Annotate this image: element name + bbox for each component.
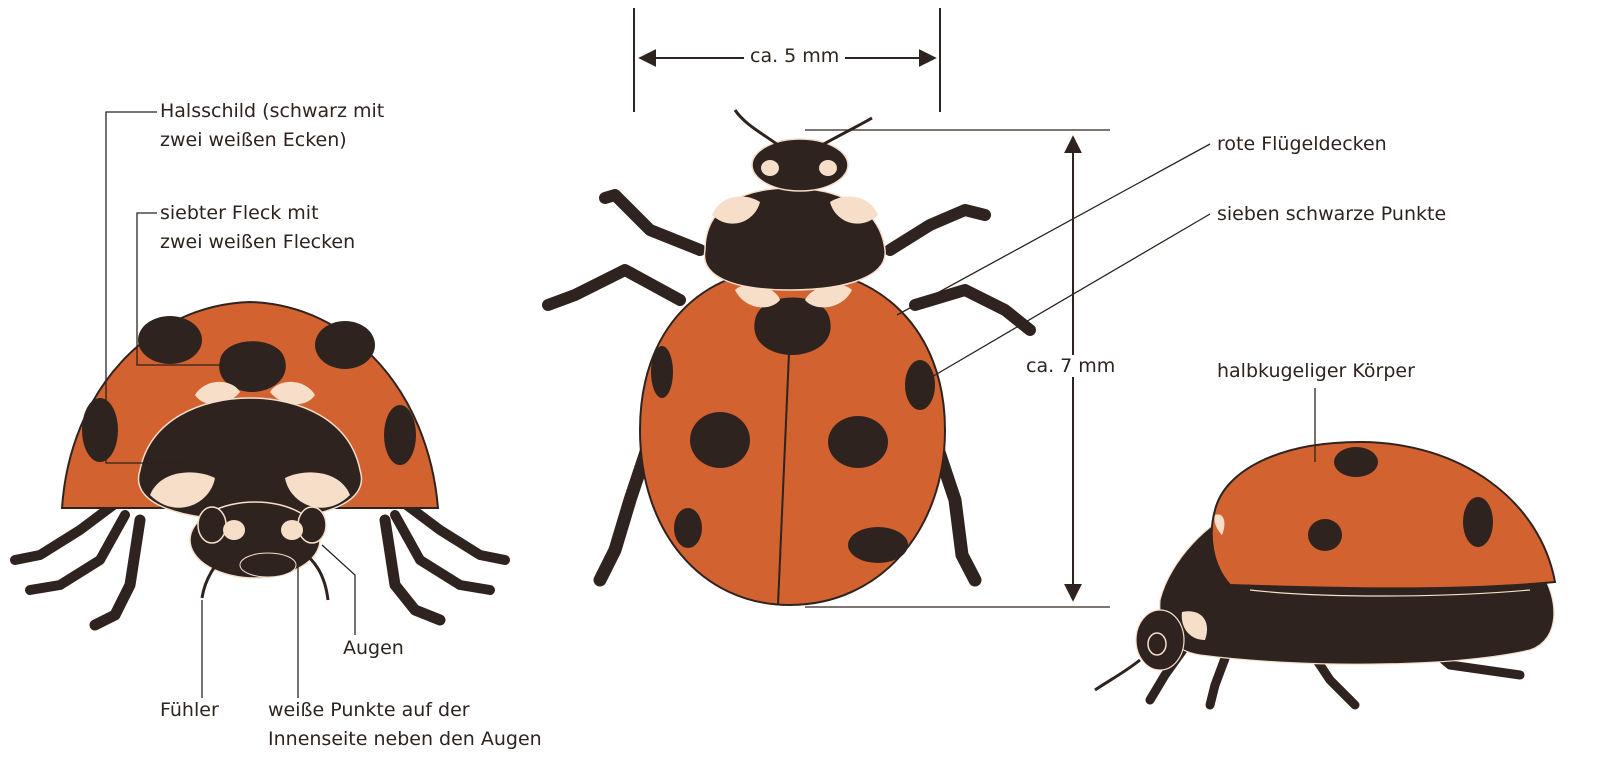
label-halsschild: Halsschild (schwarz mit zwei weißen Ecke… xyxy=(160,97,384,155)
label-siebter-fleck-line-2: zwei weißen Flecken xyxy=(160,228,355,257)
side-view-shell xyxy=(1212,442,1555,588)
label-halbkugeliger: halbkugeliger Körper xyxy=(1217,357,1415,386)
dimension-width-label: ca. 5 mm xyxy=(744,45,845,67)
ladybug-front-view xyxy=(15,302,505,625)
front-view-eye-right xyxy=(298,507,326,543)
side-view-head xyxy=(1136,610,1184,670)
label-halsschild-line-1: Halsschild (schwarz mit xyxy=(160,97,384,126)
label-weisse-punkte-line-2: Innenseite neben den Augen xyxy=(268,725,542,754)
label-augen: Augen xyxy=(343,634,404,663)
label-rote-fluegeldecken: rote Flügeldecken xyxy=(1217,130,1387,159)
label-weisse-punkte: weiße Punkte auf der Innenseite neben de… xyxy=(268,696,542,754)
label-weisse-punkte-line-1: weiße Punkte auf der xyxy=(268,696,542,725)
label-halsschild-line-2: zwei weißen Ecken) xyxy=(160,126,384,155)
side-view-antenna xyxy=(1095,660,1140,690)
ladybug-top-view xyxy=(548,110,1030,605)
ladybug-side-view xyxy=(1095,442,1555,705)
label-siebter-fleck-line-1: siebter Fleck mit xyxy=(160,199,355,228)
label-sieben-punkte: sieben schwarze Punkte xyxy=(1217,200,1446,229)
label-siebter-fleck: siebter Fleck mit zwei weißen Flecken xyxy=(160,199,355,257)
label-fuehler: Fühler xyxy=(160,696,219,725)
rote-fluegeldecken-leader xyxy=(897,144,1210,315)
dimension-length-label: ca. 7 mm xyxy=(1020,355,1121,377)
front-view-eye-left xyxy=(198,507,226,543)
